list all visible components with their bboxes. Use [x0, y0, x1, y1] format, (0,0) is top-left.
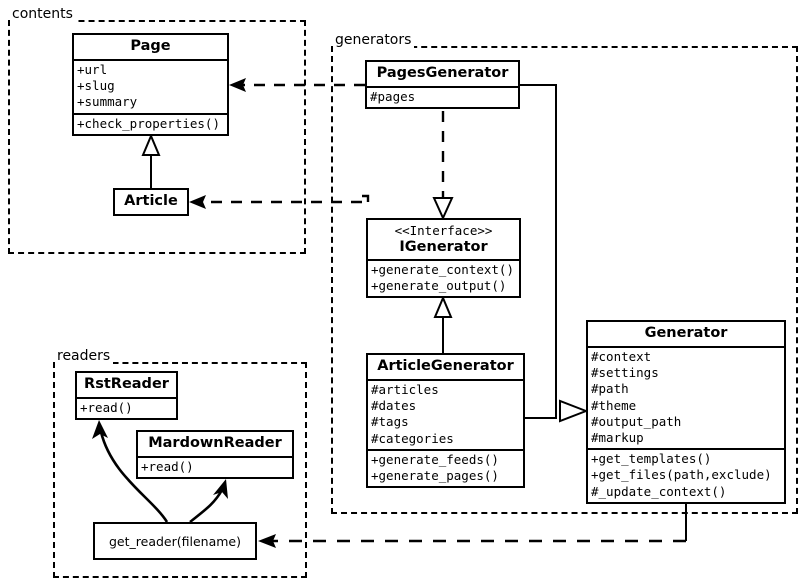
class-articlegenerator-attributes: #articles #dates #tags #categories	[368, 379, 523, 449]
class-mardownreader-methods: +read()	[138, 456, 292, 477]
class-pagesgenerator[interactable]: PagesGenerator #pages	[365, 60, 520, 110]
attribute-theme: #theme	[591, 397, 637, 413]
class-articlegenerator-title: ArticleGenerator	[377, 358, 514, 374]
attribute-output-path: #output_path	[591, 413, 682, 429]
attribute-path: #path	[591, 381, 629, 397]
class-rstreader-title: RstReader	[84, 376, 169, 392]
class-igenerator-title: IGenerator	[399, 239, 488, 255]
attribute-url: +url	[77, 62, 108, 77]
class-article[interactable]: Article	[113, 188, 189, 216]
class-generator[interactable]: Generator #context #settings #path #them…	[586, 320, 786, 504]
method-read: +read()	[141, 459, 194, 474]
class-pagesgenerator-title: PagesGenerator	[376, 65, 509, 81]
class-generator-attributes: #context #settings #path #theme #output_…	[588, 346, 784, 448]
attribute-slug: +slug	[77, 78, 115, 94]
attribute-categories: #categories	[371, 430, 454, 446]
class-generator-methods: +get_templates() +get_files(path,exclude…	[588, 448, 784, 502]
class-page-methods: +check_properties()	[74, 112, 227, 134]
class-igenerator-stereotype: <<Interface>>	[394, 223, 493, 238]
class-article-title: Article	[124, 193, 178, 209]
class-generator-title: Generator	[644, 325, 728, 341]
method-get-files: +get_files(path,exclude)	[591, 467, 772, 483]
class-igenerator[interactable]: <<Interface>> IGenerator +generate_conte…	[366, 218, 521, 299]
attribute-context: #context	[591, 349, 652, 364]
class-mardownreader[interactable]: MardownReader +read()	[136, 430, 294, 480]
package-contents-label: contents	[10, 6, 76, 22]
class-rstreader[interactable]: RstReader +read()	[75, 371, 178, 421]
attribute-articles: #articles	[371, 382, 439, 397]
package-contents	[8, 20, 306, 254]
method-get-templates: +get_templates()	[591, 451, 712, 467]
class-page[interactable]: Page +url +slug +summary +check_properti…	[72, 33, 229, 136]
package-generators-label: generators	[333, 32, 415, 48]
method-update-context: #_update_context()	[591, 483, 727, 499]
class-igenerator-header: <<Interface>> IGenerator	[368, 220, 519, 259]
class-articlegenerator[interactable]: ArticleGenerator #articles #dates #tags …	[366, 353, 525, 489]
class-page-attributes: +url +slug +summary	[74, 59, 227, 113]
method-check-properties: +check_properties()	[77, 115, 220, 131]
method-read: +read()	[80, 400, 133, 415]
method-generate-feeds: +generate_feeds()	[371, 451, 499, 467]
attribute-pages: #pages	[370, 89, 416, 104]
class-page-title: Page	[130, 38, 171, 54]
attribute-summary: +summary	[77, 94, 138, 110]
class-igenerator-methods: +generate_context() +generate_output()	[368, 259, 519, 296]
method-generate-context: +generate_context()	[371, 262, 514, 277]
function-box-get-reader[interactable]: get_reader(filename)	[93, 522, 257, 560]
package-readers	[53, 362, 307, 578]
function-box-get-reader-label: get_reader(filename)	[109, 533, 241, 549]
class-mardownreader-title: MardownReader	[148, 435, 282, 451]
package-generators	[331, 46, 798, 514]
method-generate-output: +generate_output()	[371, 278, 507, 294]
class-articlegenerator-methods: +generate_feeds() +generate_pages()	[368, 448, 523, 486]
attribute-settings: #settings	[591, 365, 659, 381]
package-readers-label: readers	[55, 348, 114, 364]
class-rstreader-methods: +read()	[77, 397, 176, 418]
attribute-dates: #dates	[371, 398, 417, 414]
method-generate-pages: +generate_pages()	[371, 468, 499, 484]
attribute-markup: #markup	[591, 430, 644, 446]
attribute-tags: #tags	[371, 414, 409, 430]
class-pagesgenerator-attributes: #pages	[367, 86, 518, 107]
